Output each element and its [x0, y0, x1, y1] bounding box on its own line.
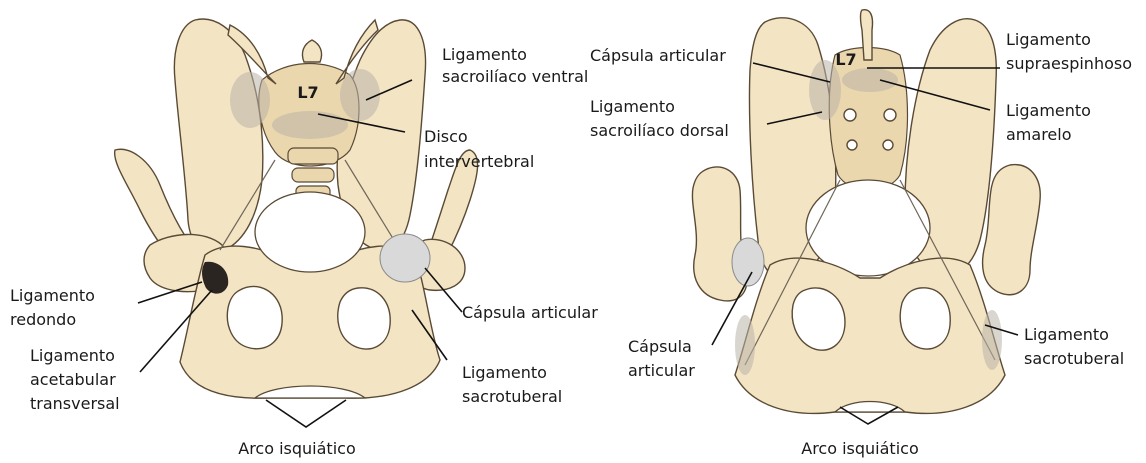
- dorsal-ligament-shade-left: [735, 315, 755, 375]
- label-round-ligament: Ligamento redondo: [10, 286, 100, 329]
- spinous-process: [302, 40, 321, 62]
- label-sacrotuberal-ventral: Ligamento sacrotuberal: [462, 363, 562, 406]
- label-sacroiliac-dorsal: Ligamento sacroilíaco dorsal: [590, 97, 729, 140]
- label-intervertebral-disc: Disco intervertebral: [424, 127, 534, 171]
- label-sacrotuberal-dorsal: Ligamento sacrotuberal: [1024, 325, 1124, 368]
- dorsal-foramen-2: [884, 109, 896, 121]
- dorsal-view-illustration: L7: [692, 10, 1040, 414]
- label-capsule-ventral: Cápsula articular: [462, 303, 598, 322]
- yellow-ligament-shade: [842, 68, 898, 92]
- label-supraspinous: Ligamento supraespinhoso: [1006, 30, 1132, 73]
- dorsal-ligament-shade-right: [982, 310, 1002, 370]
- ventral-l7-label: L7: [297, 83, 318, 102]
- caudal-vertebra-1: [288, 148, 338, 164]
- dorsal-foramen-1: [844, 109, 856, 121]
- label-capsule-top: Cápsula articular: [590, 46, 726, 65]
- ventral-sacroiliac-ligament-left: [230, 72, 270, 128]
- dorsal-right-femur: [983, 165, 1041, 295]
- label-sacroiliac-ventral: Ligamento sacroilíaco ventral: [442, 45, 588, 86]
- intervertebral-disc-shading: [272, 111, 348, 139]
- joint-capsule-right: [380, 234, 430, 282]
- dorsal-foramen-3: [847, 140, 857, 150]
- caudal-vertebra-2: [292, 168, 334, 182]
- ventral-view-illustration: L7: [115, 19, 478, 398]
- label-arch-ventral: Arco isquiático: [238, 439, 355, 458]
- right-obturator-foramen: [338, 288, 390, 349]
- dorsal-l7-label: L7: [835, 50, 856, 69]
- dorsal-pelvic-floor: [735, 258, 1005, 413]
- dorsal-right-obturator: [900, 288, 950, 349]
- dorsal-foramen-4: [883, 140, 893, 150]
- label-arch-dorsal: Arco isquiático: [801, 439, 918, 458]
- left-obturator-foramen: [227, 286, 282, 348]
- leader-arch-ventral: [266, 400, 346, 427]
- pelvic-inlet: [255, 192, 365, 272]
- label-acetabular-ligament: Ligamento acetabular transversal: [30, 346, 121, 413]
- dorsal-sacroiliac-ligament-shade: [809, 60, 841, 120]
- label-yellow-ligament: Ligamento amarelo: [1006, 101, 1096, 144]
- ventral-sacroiliac-ligament-right: [340, 69, 380, 121]
- label-capsule-dorsal: Cápsula articular: [628, 337, 697, 380]
